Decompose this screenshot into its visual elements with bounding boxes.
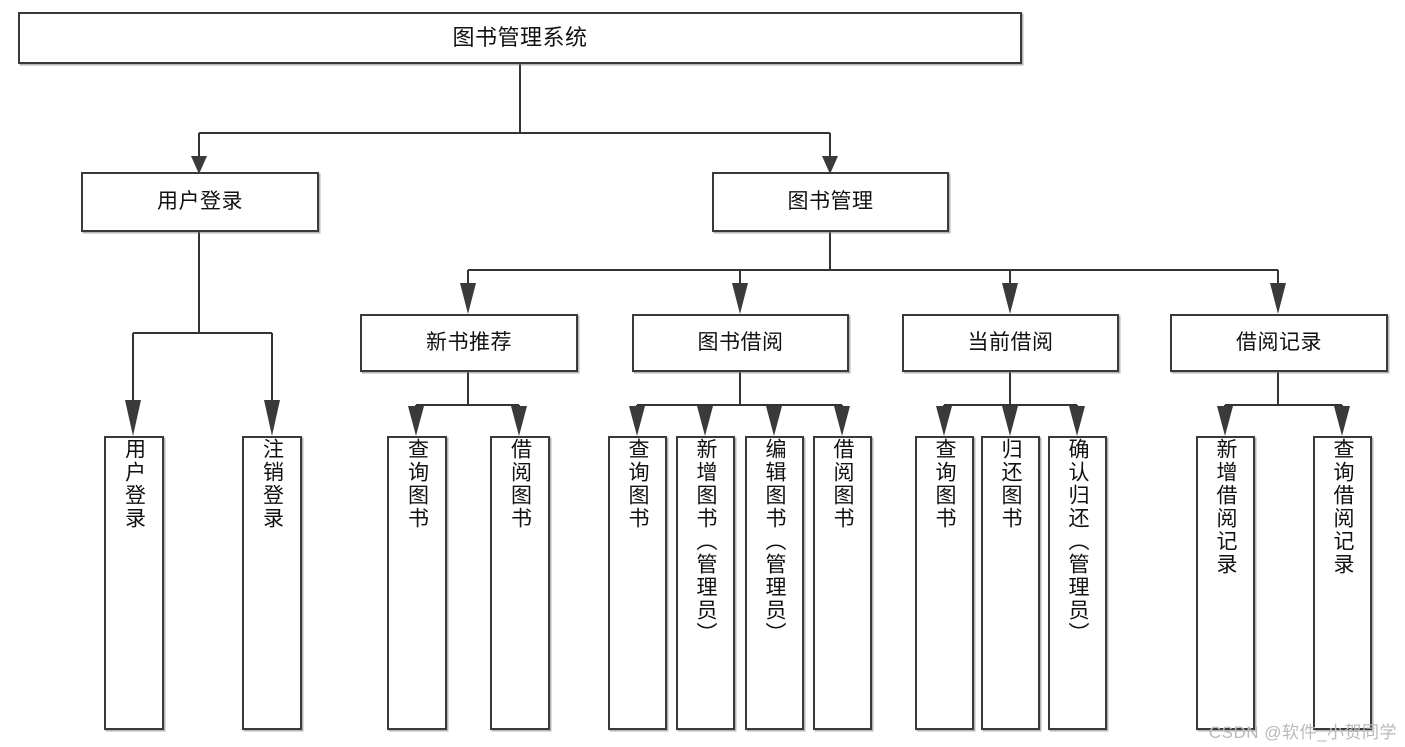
arrow-borrow-record [1270,283,1286,314]
node-root-label: 图书管理系统 [452,25,588,51]
arrow-leaf-edit-book [766,406,782,436]
leaf-confirm-return-label: 确认归还（管理员） [1066,438,1089,645]
leaf-query-book-3-label: 查询图书 [933,438,956,530]
arrow-leaf-add-borrow-record [1217,406,1233,436]
leaf-confirm-return[interactable]: 确认归还（管理员） [1048,436,1107,730]
leaf-query-book-1-label: 查询图书 [405,438,429,530]
arrow-leaf-borrow-book-1 [511,406,527,436]
node-book-borrow[interactable]: 图书借阅 [632,314,849,372]
leaf-add-borrow-record[interactable]: 新增借阅记录 [1196,436,1255,730]
leaf-query-book-2-label: 查询图书 [626,438,649,530]
node-current-borrow[interactable]: 当前借阅 [902,314,1119,372]
node-book-borrow-label: 图书借阅 [697,330,784,354]
leaf-query-borrow-record[interactable]: 查询借阅记录 [1313,436,1372,730]
arrow-leaf-add-book [697,406,713,436]
arrow-leaf-query-borrow-record [1334,406,1350,436]
arrow-book-manage [822,156,838,174]
arrow-leaf-return-book [1002,406,1018,436]
leaf-return-book-label: 归还图书 [999,438,1022,530]
arrow-leaf-query-book-3 [936,406,952,436]
node-borrow-record-label: 借阅记录 [1236,330,1322,354]
arrow-leaf-query-book-2 [629,406,645,436]
node-user-login-label: 用户登录 [157,189,243,213]
leaf-borrow-book-1[interactable]: 借阅图书 [490,436,550,730]
leaf-add-book-label: 新增图书（管理员） [694,438,717,645]
leaf-return-book[interactable]: 归还图书 [981,436,1040,730]
node-new-book-recommend[interactable]: 新书推荐 [360,314,578,372]
leaf-borrow-book-2-label: 借阅图书 [831,438,854,530]
arrow-book-borrow [732,283,748,314]
leaf-user-logout-label: 注销登录 [260,438,284,530]
arrow-current-borrow [1002,283,1018,314]
leaf-user-login-do-label: 用户登录 [122,438,146,530]
node-current-borrow-label: 当前借阅 [967,330,1054,354]
arrow-leaf-user-login-do [125,400,141,436]
node-book-manage-label: 图书管理 [787,189,874,213]
leaf-add-borrow-record-label: 新增借阅记录 [1214,438,1237,576]
leaf-borrow-book-1-label: 借阅图书 [508,438,532,530]
leaf-query-borrow-record-label: 查询借阅记录 [1331,438,1354,576]
csdn-watermark: CSDN @软件_小贺同学 [1208,723,1397,742]
leaf-borrow-book-2[interactable]: 借阅图书 [813,436,872,730]
leaf-edit-book-label: 编辑图书（管理员） [763,438,786,645]
arrow-new-book-recommend [460,283,476,314]
node-root[interactable]: 图书管理系统 [18,12,1022,64]
arrow-leaf-borrow-book-2 [834,406,850,436]
arrow-leaf-user-logout [264,400,280,436]
leaf-user-login-do[interactable]: 用户登录 [104,436,164,730]
arrow-leaf-confirm-return [1069,406,1085,436]
arrow-leaf-query-book-1 [408,406,424,436]
node-user-login[interactable]: 用户登录 [81,172,319,232]
leaf-query-book-1[interactable]: 查询图书 [387,436,447,730]
node-borrow-record[interactable]: 借阅记录 [1170,314,1388,372]
leaf-query-book-3[interactable]: 查询图书 [915,436,974,730]
node-new-book-recommend-label: 新书推荐 [426,330,512,354]
leaf-query-book-2[interactable]: 查询图书 [608,436,667,730]
node-book-manage[interactable]: 图书管理 [712,172,949,232]
leaf-user-logout[interactable]: 注销登录 [242,436,302,730]
arrow-user-login [191,156,207,174]
leaf-edit-book[interactable]: 编辑图书（管理员） [745,436,804,730]
leaf-add-book[interactable]: 新增图书（管理员） [676,436,735,730]
